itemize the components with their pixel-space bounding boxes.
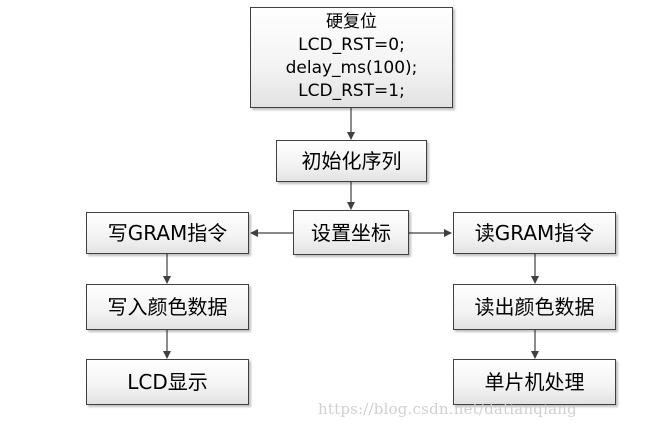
init-sequence-label: 初始化序列	[301, 149, 402, 173]
write-gram-command-box: 写GRAM指令	[86, 212, 249, 254]
write-color-data-label: 写入颜色数据	[107, 295, 228, 319]
write-color-data-box: 写入颜色数据	[86, 284, 249, 330]
write-gram-command-label: 写GRAM指令	[107, 221, 228, 245]
hard-reset-box: 硬复位 LCD_RST=0; delay_ms(100); LCD_RST=1;	[250, 7, 453, 108]
read-gram-command-label: 读GRAM指令	[474, 221, 595, 245]
hard-reset-title: 硬复位	[326, 11, 377, 32]
watermark-text: https://blog.csdn.net/datianqiang	[318, 400, 577, 418]
read-gram-command-box: 读GRAM指令	[453, 212, 616, 254]
lcd-display-label: LCD显示	[127, 370, 208, 394]
set-coordinates-label: 设置坐标	[311, 220, 391, 245]
lcd-display-box: LCD显示	[86, 359, 249, 405]
read-color-data-box: 读出颜色数据	[453, 284, 616, 330]
hard-reset-line-3: LCD_RST=1;	[298, 80, 405, 101]
init-sequence-box: 初始化序列	[276, 140, 427, 182]
mcu-process-box: 单片机处理	[453, 359, 616, 405]
set-coordinates-box: 设置坐标	[293, 210, 409, 255]
hard-reset-line-2: delay_ms(100);	[285, 57, 418, 78]
mcu-process-label: 单片机处理	[484, 370, 585, 394]
hard-reset-line-1: LCD_RST=0;	[298, 34, 405, 55]
read-color-data-label: 读出颜色数据	[474, 295, 595, 319]
